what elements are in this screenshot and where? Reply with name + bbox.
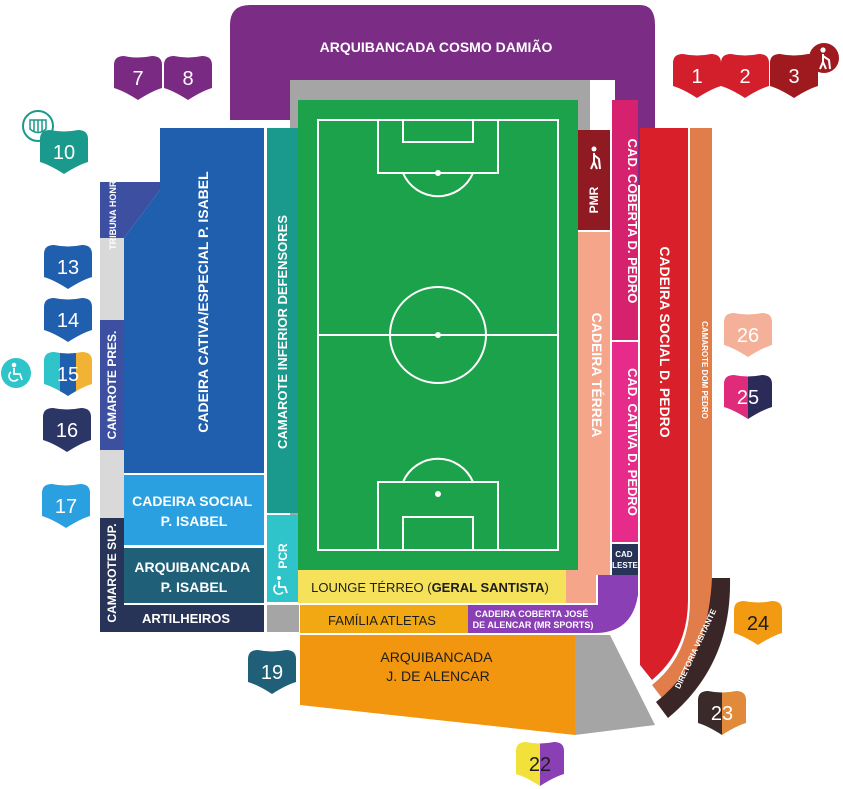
label-cadeira-social-pedro: CADEIRA SOCIAL D. PEDRO: [657, 246, 673, 437]
label-artilheiros: ARTILHEIROS: [142, 611, 230, 626]
gate-badge-number: 24: [747, 613, 769, 635]
label-tribuna-honra: TRIBUNA HONRA: [108, 174, 118, 250]
gate-badge-number: 15: [57, 364, 79, 386]
gate-badge-number: 3: [788, 66, 799, 88]
gate-badge-17[interactable]: 17: [42, 484, 90, 528]
pitch-lines: [317, 119, 559, 551]
label-cadeira-social-isabel: CADEIRA SOCIAL P. ISABEL: [132, 493, 256, 529]
section-cadeira-social-isabel[interactable]: [124, 475, 264, 545]
label-cad-cativa-pedro: CAD. CATIVA D. PEDRO: [625, 368, 640, 516]
label-pmr: PMR: [587, 186, 601, 213]
section-tribuna-honra[interactable]: [100, 182, 160, 238]
gate-badge-number: 13: [57, 257, 79, 279]
label-familia-atletas: FAMÍLIA ATLETAS: [328, 613, 436, 628]
label-cadeira-terrea: CADEIRA TÉRREA: [589, 313, 605, 438]
gate-badge-25[interactable]: 25: [724, 373, 773, 421]
gate-badge-number: 1: [691, 66, 702, 88]
wheelchair-icon: [273, 576, 288, 595]
label-camarote-inferior: CAMAROTE INFERIOR DEFENSORES: [275, 215, 290, 449]
gate-badge-number: 14: [57, 310, 79, 332]
gate-badge-7[interactable]: 7: [114, 56, 162, 100]
elderly-icon: [590, 146, 601, 170]
label-cad-coberta-pedro: CAD. COBERTA D. PEDRO: [625, 139, 640, 304]
section-cad-cativa-pedro[interactable]: [612, 342, 638, 542]
label-cadeira-coberta-jose: CADEIRA COBERTA JOSÉ DE ALENCAR (MR SPOR…: [473, 609, 594, 630]
gate-badge-number: 23: [711, 703, 733, 725]
section-diretoria-visitante[interactable]: [656, 578, 731, 718]
section-pmr[interactable]: [578, 130, 610, 230]
section-gray-corner: [575, 635, 655, 735]
gate-badge-8[interactable]: 8: [164, 56, 212, 100]
gate-badge-23[interactable]: 23: [698, 689, 747, 737]
gate-badge-stripe: [76, 352, 92, 396]
gate-badge-stripe: [60, 352, 77, 396]
gate-badge-stripe: [44, 352, 61, 396]
gate-badge-number: 16: [56, 420, 78, 442]
label-cad-leste: CAD LESTE: [612, 550, 638, 570]
gate-badge-number: 22: [529, 754, 551, 776]
label-camarote-sup: CAMAROTE SUP.: [105, 523, 119, 622]
wheelchair-icon: [1, 358, 31, 388]
gate-badge-number: 2: [739, 66, 750, 88]
gate-badge-1[interactable]: 1: [673, 54, 721, 98]
label-arquibancada-isabel: ARQUIBANCADA P. ISABEL: [134, 559, 253, 595]
gate-badge-number: 8: [182, 68, 193, 90]
label-cosmo-damiao: ARQUIBANCADA COSMO DAMIÃO: [320, 38, 553, 55]
section-cad-coberta-pedro[interactable]: [612, 100, 638, 340]
pitch-corner-gray: [267, 605, 299, 632]
gate-badge-number: 19: [261, 662, 283, 684]
label-lounge-terreo: LOUNGE TÉRREO (GERAL SANTISTA): [311, 580, 549, 595]
gate-badge-14[interactable]: 14: [44, 298, 92, 342]
section-camarote-dom-pedro[interactable]: [652, 128, 712, 698]
section-arquibancada-alencar[interactable]: [300, 635, 575, 735]
gate-badge-13[interactable]: 13: [44, 245, 92, 289]
section-cadeira-social-pedro[interactable]: [640, 128, 688, 680]
section-artilheiros[interactable]: [124, 605, 264, 632]
gate-badge-3[interactable]: 3: [770, 54, 818, 98]
gate-badge-16[interactable]: 16: [43, 408, 91, 452]
section-camarote-sup[interactable]: [100, 518, 124, 632]
gate-badge-number: 10: [53, 142, 75, 164]
label-camarote-pres: CAMAROTE PRES.: [105, 331, 119, 440]
gate-badge-number: 26: [737, 325, 759, 347]
section-camarote-inferior[interactable]: [267, 128, 298, 513]
gate-badge-22[interactable]: 22: [516, 740, 565, 788]
gate-badge-number: 7: [132, 68, 143, 90]
gate-badge-15[interactable]: 15: [44, 350, 93, 398]
gate-badge-26[interactable]: 26: [724, 313, 772, 357]
gate-badge-19[interactable]: 19: [248, 650, 296, 694]
gate-badge-24[interactable]: 24: [734, 601, 782, 645]
section-arquibancada-isabel[interactable]: [124, 548, 264, 603]
label-camarote-dom-pedro: CAMAROTE DOM PEDRO: [700, 321, 709, 419]
label-cadeira-cativa-isabel: CADEIRA CATIVA/ESPECIAL P. ISABEL: [195, 171, 211, 433]
section-cad-leste[interactable]: [612, 544, 638, 575]
section-cadeira-terrea[interactable]: [566, 232, 610, 603]
gate-badge-10[interactable]: 10: [40, 130, 88, 174]
section-familia-atletas[interactable]: [300, 605, 468, 633]
section-cadeira-coberta-jose[interactable]: [468, 575, 638, 633]
gate-badge-2[interactable]: 2: [721, 54, 769, 98]
section-cosmo-damiao[interactable]: [230, 5, 655, 185]
label-arquibancada-alencar: ARQUIBANCADA J. DE ALENCAR: [380, 649, 495, 684]
label-pcr: PCR: [276, 543, 290, 569]
section-cadeira-cativa-isabel[interactable]: [124, 128, 264, 473]
gate-badge-number: 17: [55, 496, 77, 518]
section-camarote-pres[interactable]: [100, 320, 124, 450]
section-lounge-terreo[interactable]: [298, 570, 566, 603]
gate-badge-number: 25: [737, 387, 759, 409]
